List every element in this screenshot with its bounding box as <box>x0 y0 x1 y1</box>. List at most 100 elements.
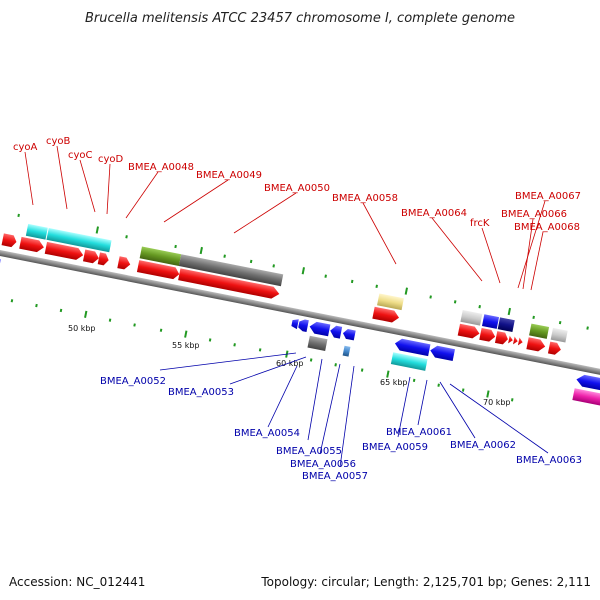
reverse-gene-arrow[interactable] <box>342 328 356 341</box>
gene-label[interactable]: BMEA_A0066 <box>501 209 567 220</box>
tick <box>510 398 514 402</box>
gene-label[interactable]: BMEA_A0063 <box>516 455 582 466</box>
reverse-gene-arrow[interactable] <box>0 255 1 272</box>
gene-cyoA-bar[interactable] <box>25 223 48 240</box>
leader-line <box>431 217 483 282</box>
tick <box>258 348 262 352</box>
tick <box>507 307 511 316</box>
gene-label[interactable]: BMEA_A0059 <box>362 442 428 453</box>
gene-label[interactable]: cyoC <box>68 150 93 161</box>
reverse-gene-arrow[interactable] <box>298 319 309 333</box>
forward-labels: cyoA cyoB cyoC cyoD BMEA_A0048 BMEA_A004… <box>13 136 581 291</box>
reverse-gene-arrow[interactable] <box>308 321 331 337</box>
gene-BMEA_A0063-bar[interactable] <box>572 388 600 410</box>
gene-label[interactable]: BMEA_A0050 <box>264 183 330 194</box>
forward-gene-arrow[interactable] <box>526 337 546 352</box>
forward-gene-arrow[interactable] <box>136 260 181 280</box>
reverse-gene-arrow[interactable] <box>429 345 455 361</box>
gene-label[interactable]: BMEA_A0049 <box>196 170 262 181</box>
scale-label: 50 kbp <box>68 324 96 333</box>
gene-label[interactable]: BMEA_A0068 <box>514 222 580 233</box>
gene-grey-box[interactable] <box>460 309 483 326</box>
gene-label[interactable]: BMEA_A0054 <box>234 428 300 439</box>
gene-BMEA_A0057-bar[interactable] <box>342 345 351 357</box>
tick <box>174 244 177 249</box>
tick <box>324 274 327 278</box>
forward-gene-arrow[interactable] <box>457 323 481 340</box>
gene-BMEA_A0048-bar[interactable] <box>139 246 182 266</box>
reverse-gene-arrows <box>0 255 600 395</box>
accession-text: Accession: NC_012441 <box>9 575 145 589</box>
leader-line <box>163 179 229 223</box>
gene-BMEA_A0064-bar[interactable] <box>481 314 500 329</box>
tick <box>360 368 364 372</box>
tick <box>586 326 589 330</box>
forward-gene-arrow[interactable] <box>513 336 518 346</box>
reverse-gene-arrow[interactable] <box>394 338 431 357</box>
leader-line <box>417 379 428 426</box>
tick <box>159 328 163 332</box>
gene-BMEA_A0067-bar[interactable] <box>529 323 550 339</box>
reverse-gene-arrow[interactable] <box>575 373 600 395</box>
leader-line <box>125 171 159 219</box>
forward-gene-arrow[interactable] <box>44 241 85 261</box>
forward-gene-arrow[interactable] <box>19 236 45 253</box>
leader-line <box>522 218 534 290</box>
leader-line <box>362 202 397 265</box>
gene-label[interactable]: BMEA_A0053 <box>168 387 234 398</box>
gene-BMEA_A0055-bar[interactable] <box>307 335 328 352</box>
gene-BMEA_A0058-bar[interactable] <box>377 293 404 311</box>
forward-gene-arrow[interactable] <box>547 341 562 356</box>
forward-gene-arrow[interactable] <box>82 249 100 265</box>
tick <box>272 264 275 268</box>
forward-gene-arrow[interactable] <box>508 335 513 345</box>
forward-gene-arrow[interactable] <box>97 252 110 266</box>
tick <box>429 295 432 299</box>
gene-label[interactable]: BMEA_A0055 <box>276 446 342 457</box>
gene-label[interactable]: BMEA_A0057 <box>302 471 368 482</box>
leader-line <box>307 358 323 441</box>
gene-BMEA_A0059-bar[interactable] <box>390 352 428 371</box>
leader-line <box>530 231 544 291</box>
leader-line <box>267 365 298 428</box>
forward-gene-arrow[interactable] <box>117 256 131 270</box>
tick <box>249 259 253 264</box>
gene-label[interactable]: frcK <box>470 218 490 229</box>
gene-label[interactable]: cyoA <box>13 142 38 153</box>
gene-label[interactable]: BMEA_A0052 <box>100 376 166 387</box>
scale-label: 55 kbp <box>172 341 200 350</box>
map-title: Brucella melitensis ATCC 23457 chromosom… <box>85 11 515 26</box>
reverse-gene-arrow[interactable] <box>291 318 299 330</box>
tick <box>108 318 112 322</box>
gene-label[interactable]: BMEA_A0058 <box>332 193 398 204</box>
gene-frcK-bar[interactable] <box>497 317 515 333</box>
forward-gene-arrow[interactable] <box>1 233 18 248</box>
forward-gene-arrow[interactable] <box>178 268 280 300</box>
gene-label[interactable]: cyoB <box>46 136 71 147</box>
gene-BMEA_A0049-bar[interactable] <box>178 254 284 287</box>
tick <box>125 235 128 239</box>
gene-label[interactable]: BMEA_A0056 <box>290 459 356 470</box>
reverse-labels: BMEA_A0052 BMEA_A0053 BMEA_A0054 BMEA_A0… <box>100 352 582 482</box>
gene-label[interactable]: cyoD <box>98 154 124 165</box>
gene-label[interactable]: BMEA_A0062 <box>450 440 516 451</box>
forward-gene-arrow[interactable] <box>372 306 400 324</box>
forward-gene-arrow[interactable] <box>479 327 496 343</box>
gene-label[interactable]: BMEA_A0061 <box>386 427 452 438</box>
forward-gene-arrow[interactable] <box>494 331 509 345</box>
leader-line <box>79 159 96 213</box>
gene-label[interactable]: BMEA_A0064 <box>401 208 467 219</box>
forward-gene-arrows <box>1 233 562 356</box>
reverse-gene-arrow[interactable] <box>329 325 343 339</box>
backbone <box>0 248 600 379</box>
tick <box>437 383 440 387</box>
gene-cyoB-bar[interactable] <box>46 227 112 253</box>
forward-gene-arrow[interactable] <box>517 337 523 347</box>
gene-label[interactable]: BMEA_A0067 <box>515 191 581 202</box>
scale-label: 70 kbp <box>483 398 511 407</box>
leader-line <box>159 352 297 371</box>
gene-label[interactable]: BMEA_A0048 <box>128 162 194 173</box>
tick <box>453 300 457 304</box>
leader-line <box>106 163 111 215</box>
gene-BMEA_A0068-bar[interactable] <box>550 327 568 343</box>
